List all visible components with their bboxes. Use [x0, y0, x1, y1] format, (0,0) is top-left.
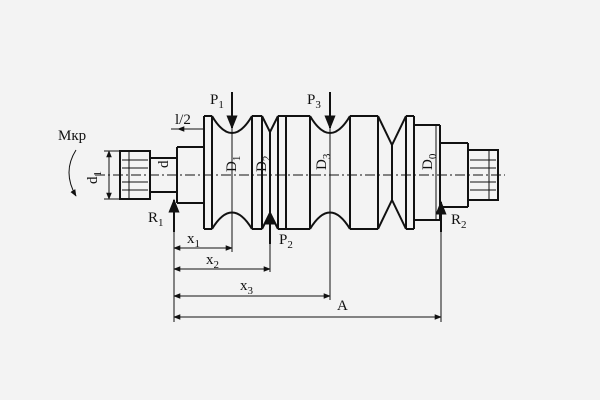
a-label: A [337, 298, 348, 314]
d1-dimension: d1 [85, 150, 120, 200]
d1-subscript: 1 [92, 171, 104, 177]
a-dimension: A [173, 298, 442, 320]
x1-dimension: x1 [173, 231, 233, 251]
svg-text:P2: P2 [279, 232, 293, 251]
d1-label: d [85, 176, 101, 184]
svg-text:R2: R2 [451, 212, 467, 231]
l2-label: l/2 [175, 112, 191, 128]
x1-label: x [187, 231, 195, 247]
svg-text:P1: P1 [210, 92, 224, 111]
d-label: d [156, 160, 172, 168]
svg-text:x2: x2 [206, 252, 219, 271]
reaction-r2: R2 [435, 200, 467, 232]
torque-moment: Мкр [58, 128, 86, 197]
svg-text:d1: d1 [85, 171, 104, 184]
reaction-r1: R1 [148, 198, 180, 232]
x1-subscript: 1 [195, 238, 201, 250]
left-journal [149, 146, 204, 204]
x3-subscript: 3 [248, 285, 254, 297]
p3-label: P [307, 92, 315, 108]
load-p1: P1 [210, 92, 238, 130]
x2-label: x [206, 252, 214, 268]
d0-diameter-label: D0 [420, 153, 439, 170]
x2-subscript: 2 [214, 259, 220, 271]
load-p2: P2 [264, 210, 293, 251]
p2-label: P [279, 232, 287, 248]
r1-label: R [148, 210, 158, 226]
svg-text:x3: x3 [240, 278, 254, 297]
p1-subscript: 1 [218, 99, 224, 111]
D1-subscript: 1 [231, 156, 243, 162]
d3-diameter-label: D3 [314, 153, 333, 170]
svg-text:P3: P3 [307, 92, 321, 111]
D0-label: D [420, 159, 436, 170]
d1-diameter-label: D1 [224, 156, 243, 172]
right-splined-end [467, 149, 499, 201]
r2-label: R [451, 212, 461, 228]
D3-subscript: 3 [321, 153, 333, 159]
svg-text:x1: x1 [187, 231, 200, 250]
r2-subscript: 2 [461, 219, 467, 231]
p1-label: P [210, 92, 218, 108]
x3-dimension: x3 [173, 278, 331, 299]
D3-label: D [314, 159, 330, 170]
half-length-dimension: l/2 [171, 112, 204, 132]
svg-text:R1: R1 [148, 210, 164, 229]
D2-subscript: 2 [261, 156, 273, 162]
torque-label: Мкр [58, 128, 86, 144]
D2-label: D [254, 161, 270, 172]
r1-subscript: 1 [158, 217, 164, 229]
x3-label: x [240, 278, 248, 294]
D0-subscript: 0 [427, 153, 439, 159]
d2-diameter-label: D2 [254, 156, 273, 172]
p2-subscript: 2 [287, 239, 293, 251]
p3-subscript: 3 [315, 99, 321, 111]
x2-dimension: x2 [173, 252, 271, 272]
load-p3: P3 [307, 92, 336, 130]
